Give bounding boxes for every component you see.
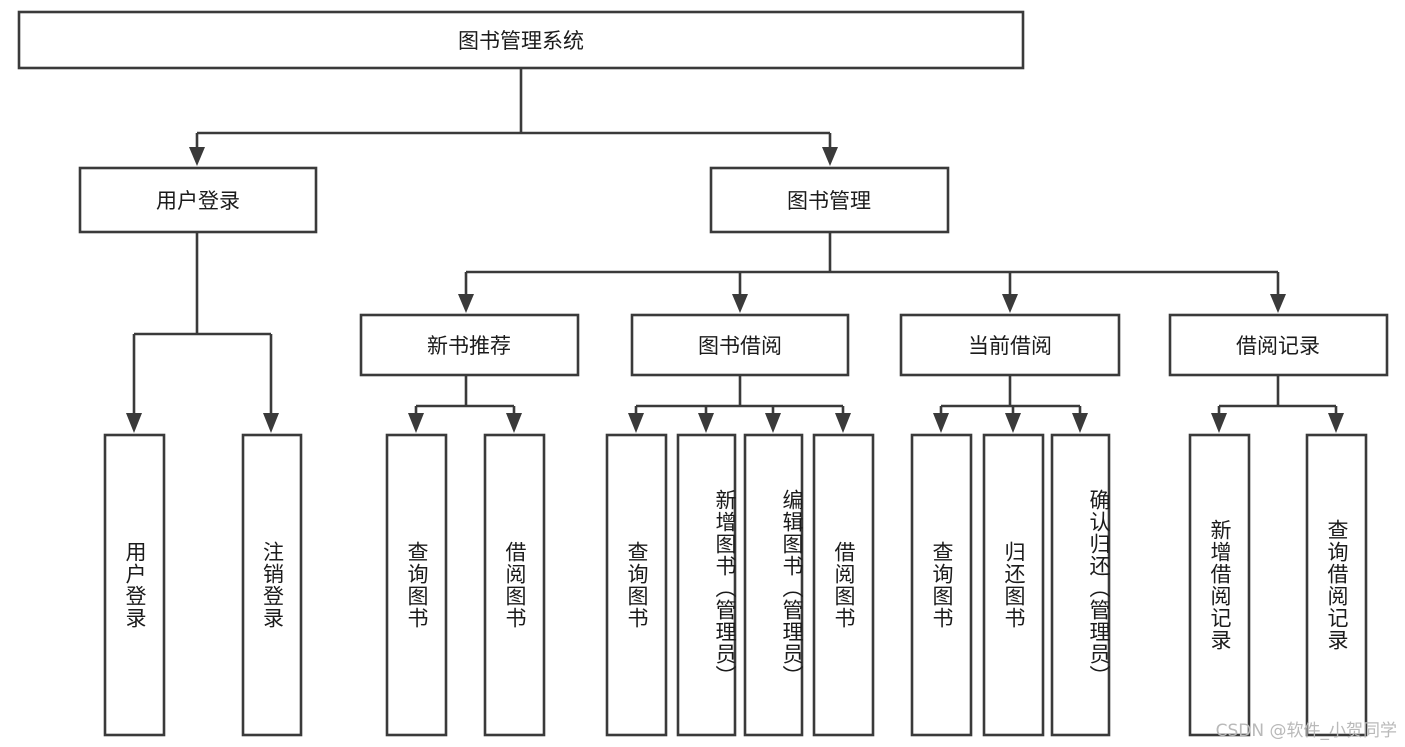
arrow-head-leaf-add-record [1211, 413, 1227, 433]
node-borrow-record[interactable]: 借阅记录 [1168, 313, 1389, 377]
node-root-box[interactable] [17, 10, 1025, 70]
connector-group-book-borrow [628, 375, 851, 433]
connector-group-book-manage [458, 232, 1286, 313]
arrow-head-leaf-edit-book [765, 413, 781, 433]
arrow-head-leaf-query-record [1328, 413, 1344, 433]
connector-group-current-borrow [933, 375, 1088, 433]
node-leaf-borrow-book-2-box[interactable] [812, 433, 875, 737]
arrow-head-leaf-query-book-1 [408, 413, 424, 433]
node-user-login-box[interactable] [78, 166, 318, 234]
node-current-borrow-box[interactable] [899, 313, 1121, 377]
arrow-head-book-manage [822, 147, 838, 166]
arrow-head-book-borrow [732, 294, 748, 313]
arrow-head-borrow-record [1270, 294, 1286, 313]
node-leaf-borrow-book-1-box[interactable] [483, 433, 546, 737]
arrow-head-leaf-user-login [126, 413, 142, 433]
node-leaf-query-record-box[interactable] [1305, 433, 1368, 737]
connector-group-user-login [126, 232, 279, 433]
node-leaf-add-book-box[interactable] [676, 433, 737, 737]
node-leaf-user-login-box[interactable] [103, 433, 166, 737]
node-leaf-query-book-2-box[interactable] [605, 433, 668, 737]
node-borrow-record-box[interactable] [1168, 313, 1389, 377]
arrow-head-user-login [189, 147, 205, 166]
node-leaf-return-book-box[interactable] [982, 433, 1045, 737]
node-book-borrow[interactable]: 图书借阅 [630, 313, 850, 377]
arrow-head-leaf-confirm-return [1072, 413, 1088, 433]
arrow-head-new-book-recommend [458, 294, 474, 313]
node-leaf-query-book-1-box[interactable] [385, 433, 448, 737]
node-user-login-label: 用户登录 [156, 189, 240, 213]
arrow-head-current-borrow [1002, 294, 1018, 313]
connector-group-borrow-record [1211, 375, 1344, 433]
node-root[interactable]: 图书管理系统 [17, 10, 1025, 70]
node-leaf-query-book-3-box[interactable] [910, 433, 973, 737]
node-current-borrow[interactable]: 当前借阅 [899, 313, 1121, 377]
node-book-manage-box[interactable] [709, 166, 950, 234]
arrow-head-leaf-query-book-2 [628, 413, 644, 433]
node-book-manage[interactable]: 图书管理 [709, 166, 950, 234]
node-leaf-add-record-box[interactable] [1188, 433, 1251, 737]
arrow-head-leaf-borrow-book-2 [835, 413, 851, 433]
node-leaf-confirm-return-box[interactable] [1050, 433, 1111, 737]
node-new-book-recommend[interactable]: 新书推荐 [359, 313, 580, 377]
node-book-manage-label: 图书管理 [787, 189, 871, 213]
node-book-borrow-label: 图书借阅 [698, 334, 782, 358]
node-current-borrow-label: 当前借阅 [968, 334, 1052, 358]
node-leaf-edit-book-box[interactable] [743, 433, 804, 737]
csdn-watermark: CSDN @软件_小贺同学 [1215, 721, 1397, 741]
node-borrow-record-label: 借阅记录 [1236, 334, 1320, 358]
node-leaf-user-logout-box[interactable] [241, 433, 303, 737]
node-book-borrow-box[interactable] [630, 313, 850, 377]
arrow-head-leaf-borrow-book-1 [506, 413, 522, 433]
node-root-label: 图书管理系统 [458, 29, 584, 53]
node-new-book-recommend-label: 新书推荐 [427, 334, 511, 358]
arrow-head-leaf-return-book [1005, 413, 1021, 433]
arrow-head-leaf-user-logout [263, 413, 279, 433]
connector-group-new-book-recommend [408, 375, 522, 433]
connector-group-root [189, 68, 838, 166]
node-new-book-recommend-box[interactable] [359, 313, 580, 377]
node-user-login[interactable]: 用户登录 [78, 166, 318, 234]
arrow-head-leaf-add-book [698, 413, 714, 433]
arrow-head-leaf-query-book-3 [933, 413, 949, 433]
